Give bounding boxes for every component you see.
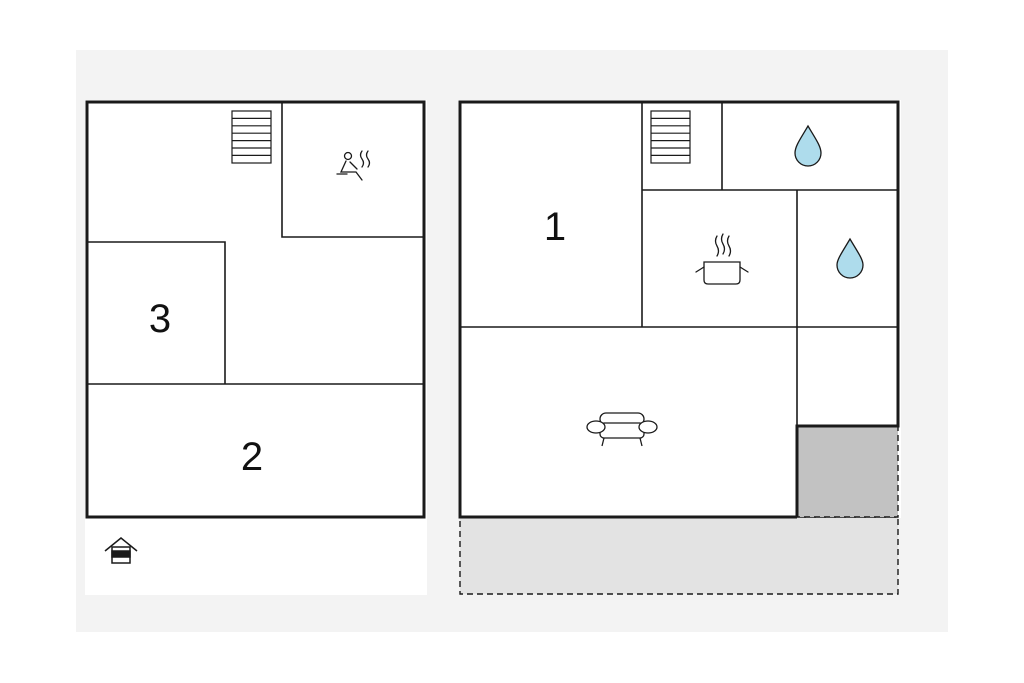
upper-floor: 3 2 [85, 100, 427, 595]
upper-floor-outline [85, 100, 426, 519]
house-entrance-icon [104, 537, 138, 564]
room-label-1: 1 [544, 205, 566, 249]
terrace-area [459, 516, 899, 595]
upper-floor-background [85, 100, 427, 595]
bathroom-water-drop-icon [836, 237, 864, 279]
kitchen-pot-icon [695, 233, 749, 285]
living-room-sofa-icon [586, 412, 658, 447]
bathroom-water-drop-icon [794, 124, 822, 167]
room-label-3: 3 [149, 297, 171, 341]
covered-area [796, 425, 899, 518]
ground-floor: 1 [458, 100, 901, 595]
room-3-wall [87, 241, 226, 384]
room-label-2: 2 [241, 435, 263, 479]
stairs-icon [231, 110, 272, 164]
sauna-icon [336, 150, 371, 181]
sauna-wall [281, 102, 424, 238]
stairs-icon [650, 110, 691, 164]
